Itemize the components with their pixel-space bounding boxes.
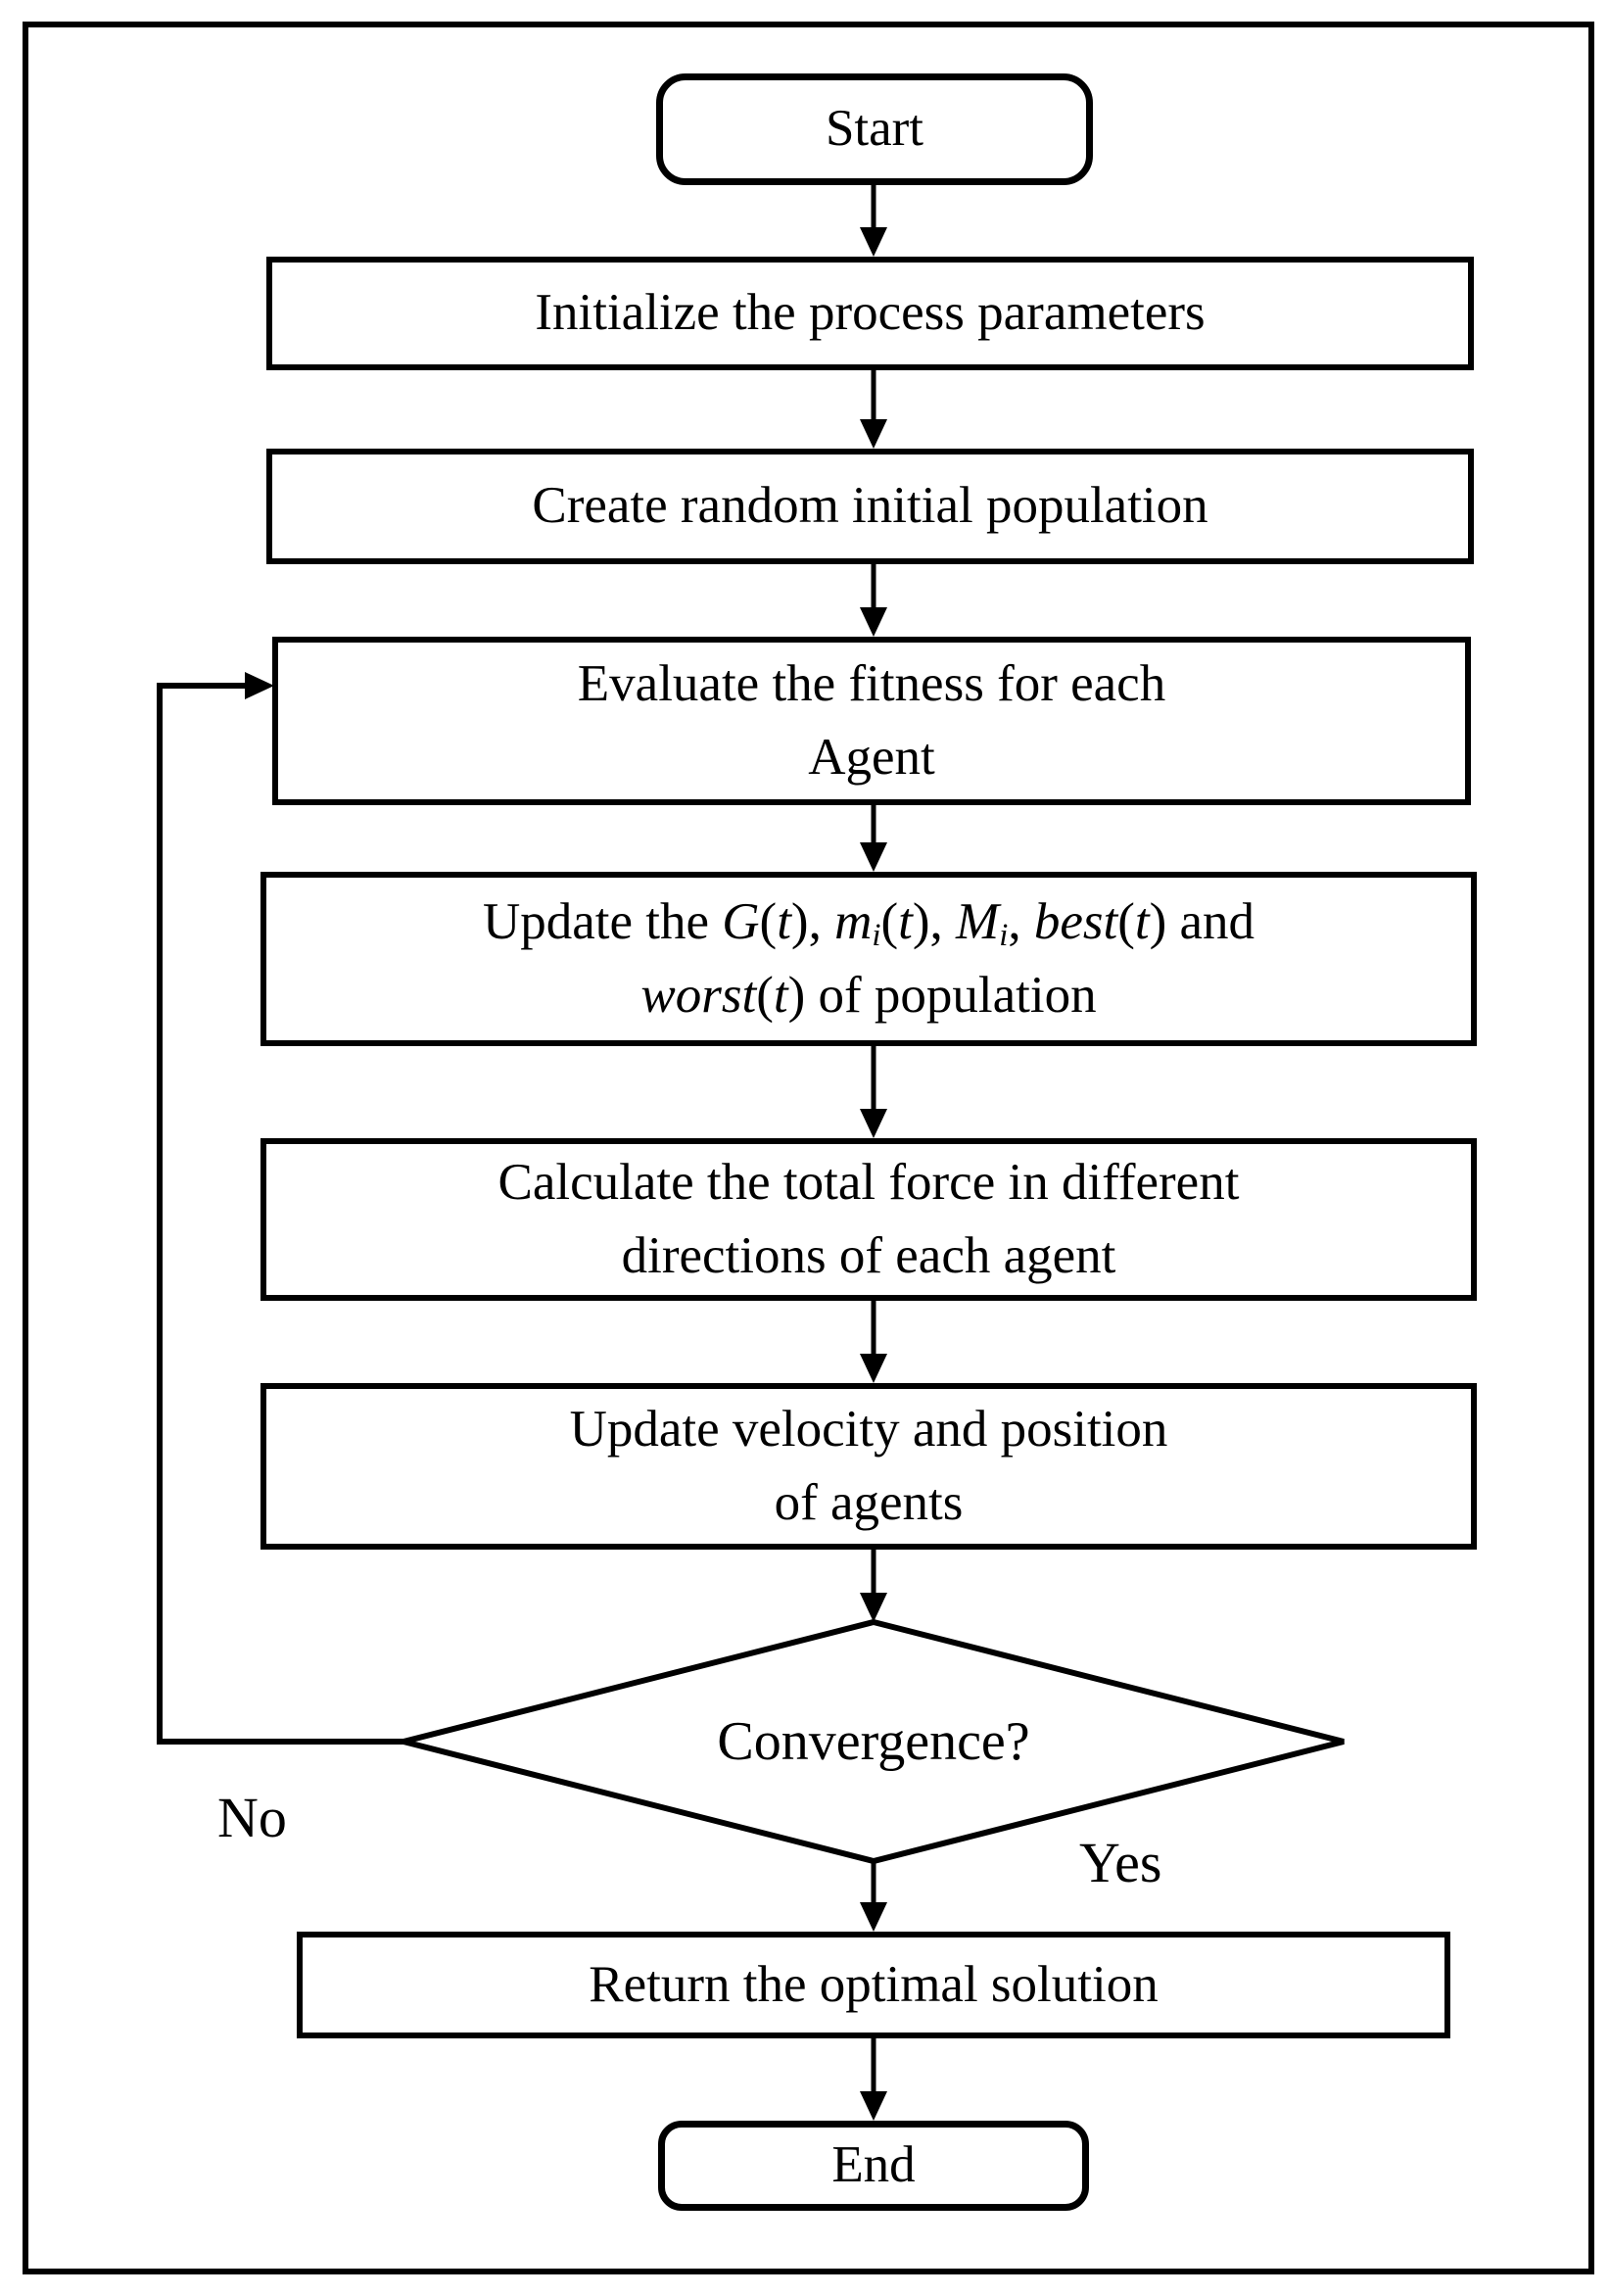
node-evaluate-line-1: Evaluate the fitness for each — [577, 654, 1166, 712]
outer-border — [23, 22, 1594, 2274]
arrowhead-icon — [245, 672, 274, 699]
node-create-population: Create random initial population — [266, 449, 1474, 564]
node-calculate-force: Calculate the total force in different d… — [260, 1138, 1477, 1301]
arrowhead-icon — [860, 1902, 887, 1932]
node-update-velocity-line-1: Update velocity and position — [569, 1400, 1168, 1458]
arrow-evaluate-to-update-parameters — [860, 805, 887, 872]
node-convergence-label: Convergence? — [717, 1711, 1030, 1772]
node-calculate-force-line-1: Calculate the total force in different — [497, 1153, 1240, 1211]
node-return-solution: Return the optimal solution — [297, 1932, 1450, 2038]
arrow-create-to-evaluate — [860, 564, 887, 637]
node-update-velocity-line-2: of agents — [774, 1474, 964, 1531]
node-update-velocity: Update velocity and position of agents — [260, 1383, 1477, 1550]
node-evaluate-fitness: Evaluate the fitness for each Agent — [272, 637, 1471, 805]
arrowhead-icon — [860, 2091, 887, 2121]
loop-no-convergence-to-evaluate — [157, 672, 403, 1745]
arrowhead-icon — [860, 419, 887, 449]
node-start-label: Start — [825, 100, 924, 158]
arrowhead-icon — [860, 227, 887, 257]
edge-label-yes: Yes — [1079, 1831, 1162, 1894]
node-start: Start — [656, 73, 1093, 185]
arrow-return-to-end — [860, 2038, 887, 2121]
node-update-parameters-line-2: worst(t) of population — [640, 967, 1097, 1024]
node-return-label: Return the optimal solution — [589, 1955, 1159, 2013]
arrowhead-icon — [860, 842, 887, 872]
arrow-calculate-force-to-update-velocity — [860, 1301, 887, 1383]
node-update-parameters-line-1: Update the G(t), mi(t), Mi, best(t) and — [482, 892, 1255, 953]
arrowhead-icon — [860, 1109, 887, 1138]
node-create-label: Create random initial population — [532, 477, 1208, 535]
arrow-convergence-to-return — [860, 1861, 887, 1932]
node-calculate-force-line-2: directions of each agent — [621, 1227, 1116, 1284]
node-evaluate-line-2: Agent — [808, 729, 935, 786]
node-end-label: End — [831, 2136, 916, 2194]
node-end: End — [658, 2121, 1089, 2211]
arrow-initialize-to-create — [860, 370, 887, 449]
arrow-start-to-initialize — [860, 185, 887, 257]
arrow-update-velocity-to-convergence — [860, 1550, 887, 1622]
node-initialize-parameters: Initialize the process parameters — [266, 257, 1474, 370]
decision-diamond-shape — [402, 1618, 1345, 1865]
node-initialize-label: Initialize the process parameters — [535, 284, 1206, 342]
edge-label-no: No — [217, 1786, 287, 1849]
node-update-parameters: Update the G(t), mi(t), Mi, best(t) and … — [260, 872, 1477, 1046]
arrow-update-parameters-to-calculate-force — [860, 1046, 887, 1138]
loop-line — [157, 683, 403, 1745]
arrowhead-icon — [860, 607, 887, 637]
node-convergence-decision: Convergence? — [717, 1710, 1029, 1773]
arrowhead-icon — [860, 1354, 887, 1383]
arrowhead-icon — [860, 1593, 887, 1622]
